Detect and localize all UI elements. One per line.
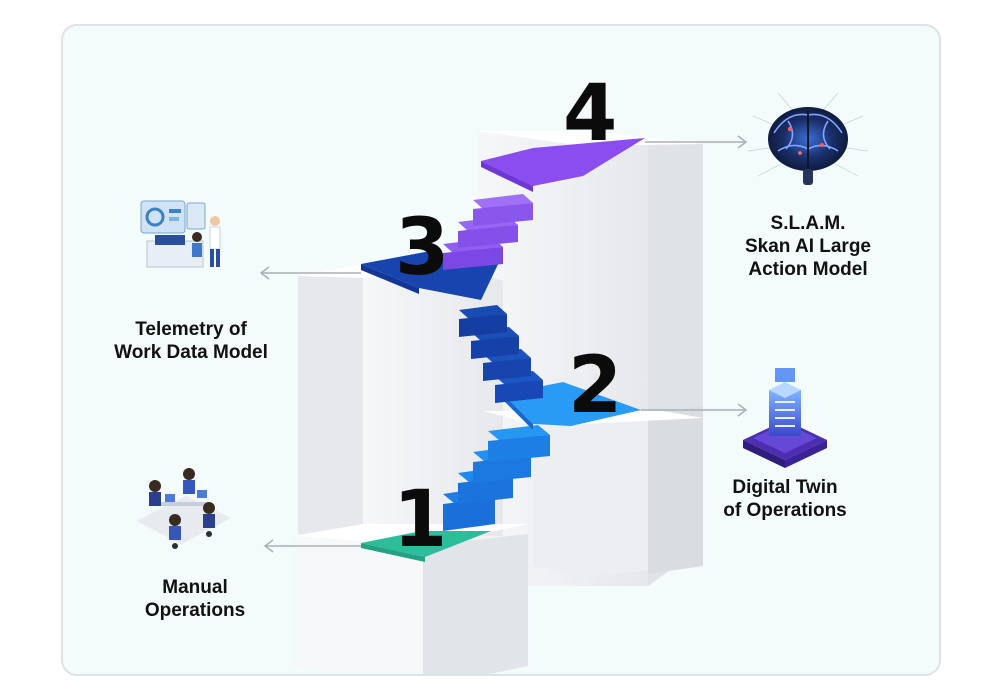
stage-3-label-line-2: Work Data Model <box>114 342 268 363</box>
stage-3-label-line-1: Telemetry of <box>135 319 247 340</box>
stage-2-label-line-2: of Operations <box>723 500 847 521</box>
arrow-stage-4 <box>645 135 748 149</box>
stage-number-4: 4 <box>563 69 617 159</box>
staircase-diagram: 1 2 3 4 <box>136 69 869 674</box>
stage-4-label-line-1: S.L.A.M. <box>770 213 846 234</box>
arrow-stage-1 <box>263 539 361 553</box>
stage-4-label: S.L.A.M. Skan AI Large Action Model <box>726 212 890 281</box>
stage-number-2: 2 <box>568 341 622 431</box>
diagram-card: 1 2 3 4 <box>61 24 941 676</box>
arrow-stage-3 <box>259 266 361 280</box>
stage-3-label: Telemetry of Work Data Model <box>101 318 281 364</box>
stage-4-label-line-3: Action Model <box>748 259 868 280</box>
arrow-stage-2 <box>641 403 748 417</box>
connector-arrows <box>259 135 748 553</box>
office-workers-icon <box>136 468 231 549</box>
stage-number-1: 1 <box>393 475 447 565</box>
stage-4-label-line-2: Skan AI Large <box>744 236 871 257</box>
stage-number-3: 3 <box>395 203 449 293</box>
stage-2-label: Digital Twin of Operations <box>715 476 855 522</box>
server-platform-icon <box>743 368 827 468</box>
stage-2-label-line-1: Digital Twin <box>732 477 838 498</box>
dashboard-analysts-icon <box>140 200 221 268</box>
stage-1-step <box>361 531 491 562</box>
stage-1-label: Manual Operations <box>125 576 265 622</box>
stage-1-label-line-2: Operations <box>144 600 246 621</box>
stage-4-steps <box>443 138 645 270</box>
stage-1-label-line-1: Manual <box>162 577 228 598</box>
ai-brain-icon <box>747 92 869 185</box>
